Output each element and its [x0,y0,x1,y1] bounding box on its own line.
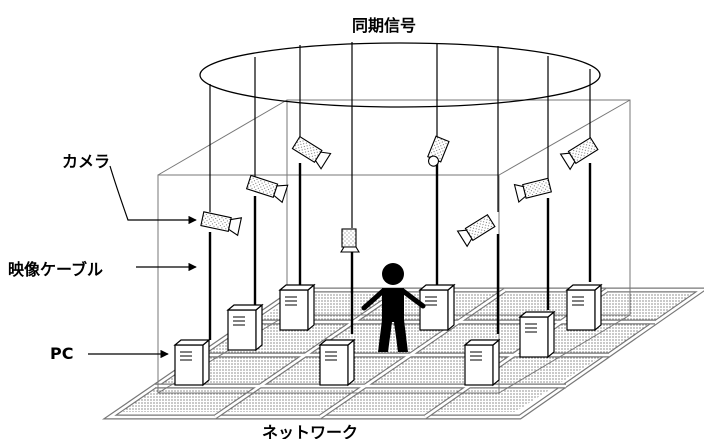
pc-icon [419,284,455,331]
camera-icon [456,213,496,248]
pc-icon [519,311,555,358]
camera-icon [513,177,553,204]
callout-leaders [88,165,197,359]
camera-icon [200,211,243,237]
camera-icon [559,136,599,171]
video-cables [208,163,592,340]
pc-icon [227,304,263,351]
sync-signal-lines [209,42,591,228]
pc-icon [319,339,355,386]
network-label: ネットワーク [262,423,359,439]
camera-icon [245,174,289,204]
pc-label: PC [50,344,74,363]
pc-icon [566,284,602,331]
camera-label: カメラ [62,152,111,171]
person-icon [361,263,426,352]
pc-icon [174,339,210,386]
video-cable-label: 映像ケーブル [8,260,104,279]
pc-icon [464,339,500,386]
pc-icon [279,284,315,331]
camera-icon [427,135,450,167]
camera-icon [340,228,360,253]
sync-signal-ring [199,42,601,108]
cameras [200,135,599,253]
sync-signal-label: 同期信号 [352,16,417,35]
camera-icon [291,135,332,170]
